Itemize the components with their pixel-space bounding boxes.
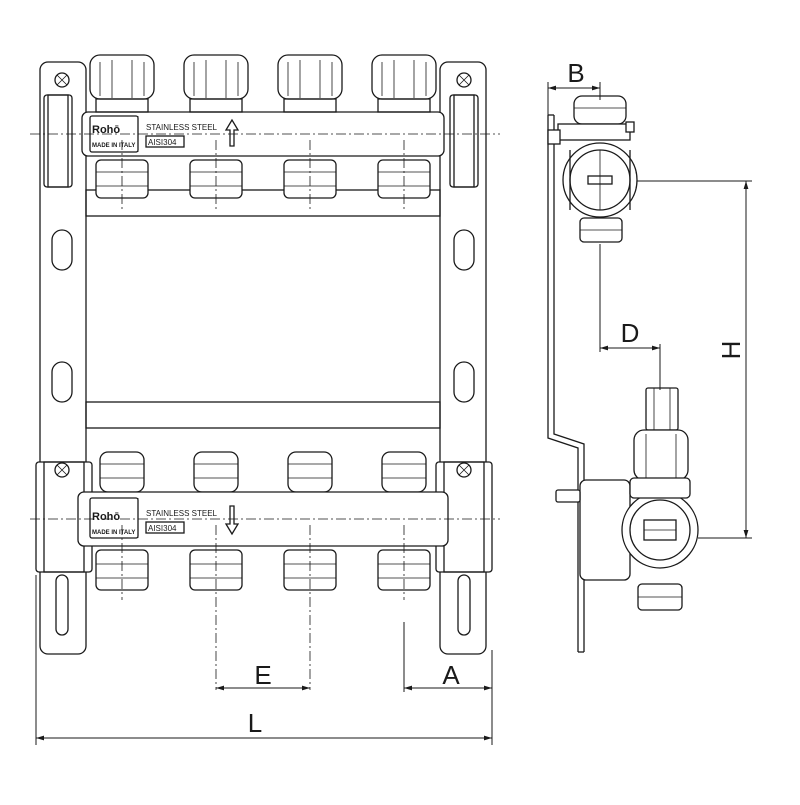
left-bracket: [39, 61, 87, 655]
brand-label-bottom: Rohō: [92, 511, 120, 523]
bottom-manifold: Rohō MADE IN ITALY STAINLESS STEEL AISI3…: [77, 491, 449, 547]
centerlines: [30, 133, 500, 690]
origin-label: MADE IN ITALY: [92, 143, 135, 149]
dimension-l-label: L: [248, 708, 262, 738]
flow-up-arrow: [224, 118, 240, 147]
dimension-b: B: [547, 58, 601, 120]
grade-label-bottom: AISI304: [148, 524, 177, 533]
bottom-valve-tops: [99, 451, 427, 493]
top-clamps: [43, 72, 479, 188]
valve-cap-2: [183, 54, 249, 113]
dimension-a-label: A: [442, 660, 460, 690]
dimension-e: E: [216, 660, 310, 691]
lower-rail: [85, 401, 441, 429]
grade-label: AISI304: [148, 138, 177, 147]
valve-cap-3: [277, 54, 343, 113]
valve-cap-4: [371, 54, 437, 113]
dimension-a: A: [403, 622, 493, 745]
material-label-bottom: STAINLESS STEEL: [146, 509, 218, 518]
dimension-d-label: D: [621, 318, 640, 348]
right-bracket: [439, 61, 487, 655]
front-view: Rohō MADE IN ITALY STAINLESS STEEL AISI3…: [30, 54, 500, 745]
origin-label-bottom: MADE IN ITALY: [92, 530, 135, 536]
dimension-l: L: [35, 575, 492, 745]
side-view: B D H: [547, 58, 752, 653]
valve-cap-1: [89, 54, 155, 113]
brand-label: Rohō: [92, 124, 120, 136]
top-outlets: [95, 159, 431, 199]
upper-rail: [85, 189, 441, 217]
bottom-clamps: [35, 461, 493, 573]
material-label: STAINLESS STEEL: [146, 123, 218, 132]
dimension-h-label: H: [716, 341, 746, 360]
bottom-outlets: [95, 549, 431, 591]
dimension-h: H: [637, 180, 752, 539]
dimension-e-label: E: [254, 660, 271, 690]
flow-down-arrow: [224, 505, 240, 536]
dimension-d: D: [599, 244, 661, 390]
side-bottom-valve: [555, 387, 699, 611]
top-valve-caps: [89, 54, 437, 113]
side-top-valve: [547, 95, 638, 243]
top-manifold: Rohō MADE IN ITALY STAINLESS STEEL AISI3…: [81, 111, 445, 157]
dimension-b-label: B: [567, 58, 584, 88]
